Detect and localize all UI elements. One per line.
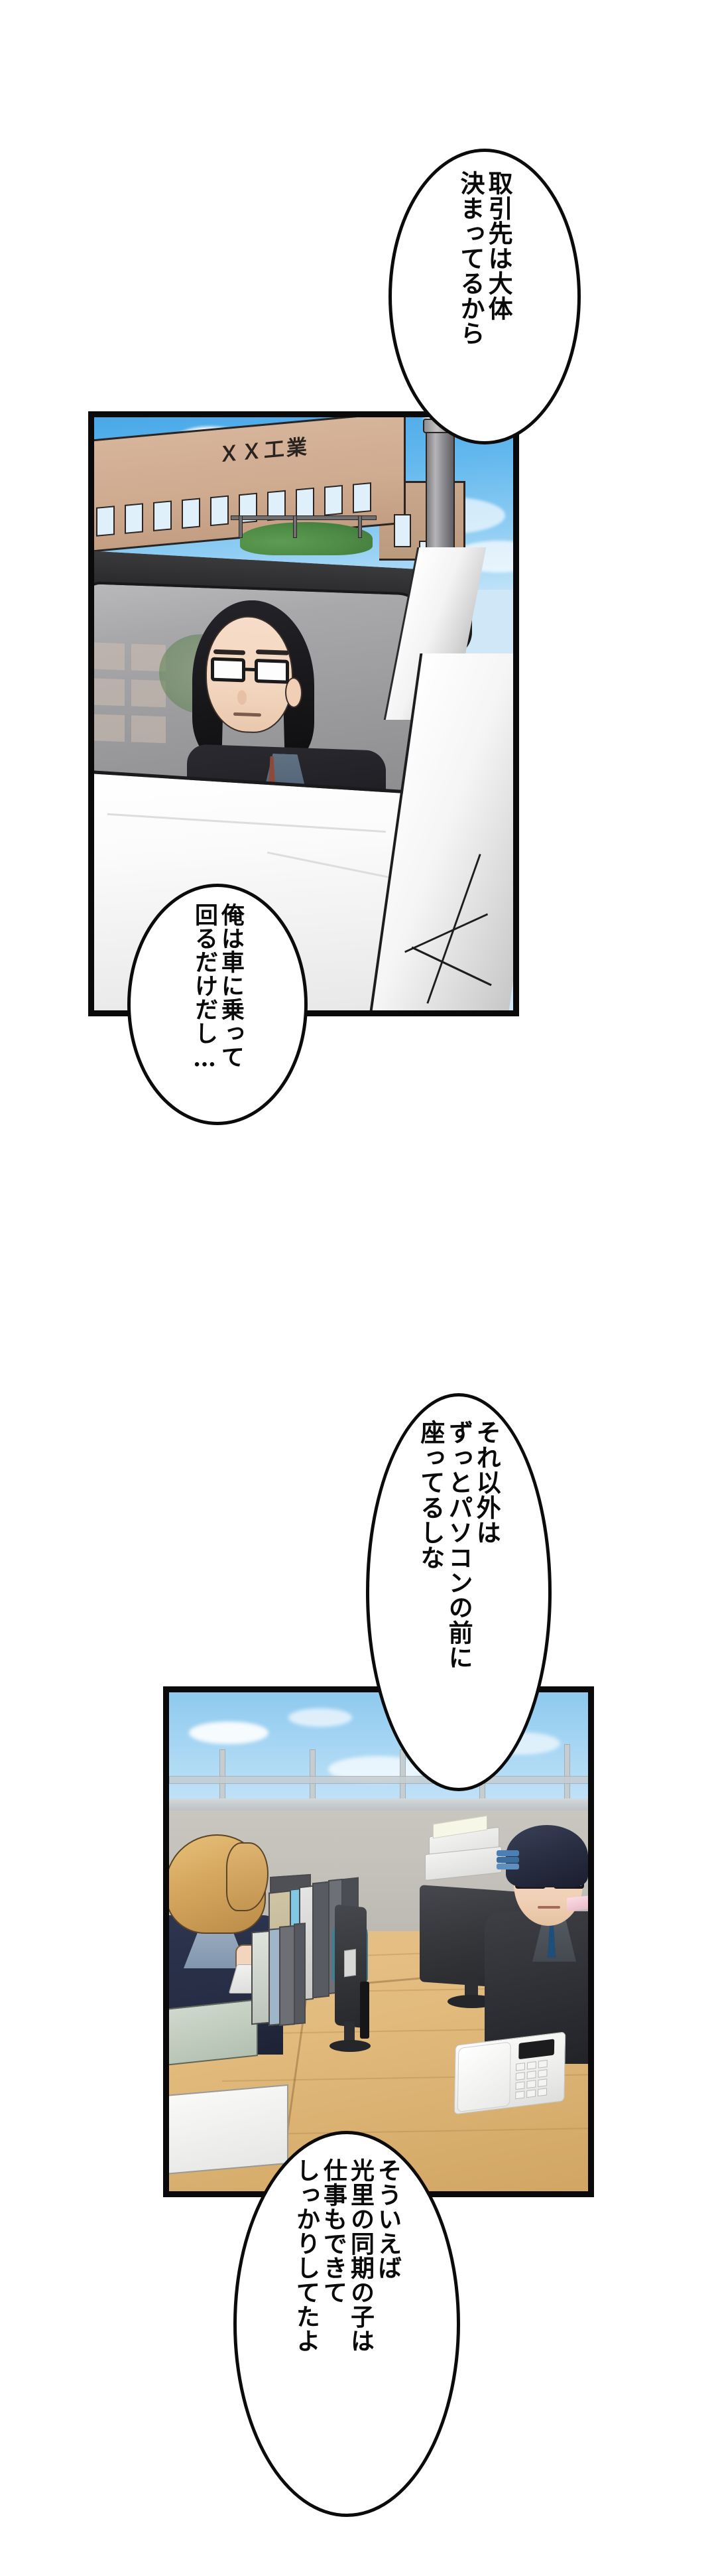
- phone-key: [515, 2063, 526, 2071]
- factory-window: [353, 482, 371, 513]
- man-mouth: [538, 1906, 560, 1909]
- stacked-cup: [497, 1857, 519, 1863]
- factory-window: [210, 495, 229, 527]
- desk-clip: [344, 1948, 356, 1978]
- phone-keypad: [515, 2059, 558, 2101]
- monitor-stand: [465, 1978, 478, 2000]
- stacked-cup: [497, 1864, 519, 1869]
- window-reflection: [94, 714, 125, 742]
- window-mullion: [564, 1744, 570, 1801]
- speech-bubble-3-text: それ以外は ずっとパソコンの前に 座ってるしな: [416, 1420, 502, 1670]
- window-sill: [169, 1798, 588, 1813]
- speech-bubble-4: そういえば 光里の同期の子は 仕事もできて しっかりしてたよ: [233, 2131, 460, 2517]
- smokestack: [426, 423, 455, 562]
- panel-office-scene: [163, 1686, 594, 2197]
- window-reflection: [131, 715, 166, 744]
- window-reflection: [94, 642, 125, 671]
- glasses-bridge: [245, 667, 257, 672]
- phone-key: [515, 2072, 525, 2081]
- factory-window: [153, 500, 172, 531]
- desk-telephone: [453, 2031, 566, 2115]
- phone-key: [537, 2088, 548, 2097]
- phone-receiver: [457, 2041, 511, 2113]
- phone-key: [515, 2081, 525, 2090]
- fender-line: [411, 946, 492, 986]
- window-reflection: [94, 678, 125, 707]
- cloud-shape: [288, 1708, 352, 1727]
- glasses-lens: [255, 658, 289, 684]
- woman-hair-strand: [226, 1842, 268, 1911]
- stacked-cup: [497, 1850, 519, 1856]
- factory-window: [96, 506, 115, 537]
- hood-crease: [107, 813, 386, 833]
- speech-bubble-2: 俺は車に乗って 回るだけだし…: [127, 884, 308, 1125]
- driver-nose: [237, 690, 247, 705]
- phone-key: [526, 2061, 536, 2070]
- factory-window: [394, 514, 411, 547]
- phone-display: [518, 2039, 555, 2060]
- railing-post: [293, 515, 297, 538]
- phone-key: [526, 2080, 536, 2089]
- monitor-base: [448, 1995, 497, 2008]
- phone-key: [538, 2078, 548, 2088]
- cloud-shape: [189, 1722, 268, 1744]
- phone-key: [538, 2059, 548, 2068]
- man-necktie: [547, 1921, 556, 1958]
- speech-bubble-3: それ以外は ずっとパソコンの前に 座ってるしな: [366, 1393, 552, 1791]
- desk-paper-box: [169, 2084, 288, 2177]
- factory-window: [182, 498, 200, 529]
- desk-tray: [169, 1999, 258, 2067]
- phone-key: [538, 2069, 548, 2078]
- window-mullion: [219, 1749, 225, 1801]
- sticky-note-pink: [567, 1895, 588, 1911]
- rooftop-trees: [240, 522, 373, 555]
- railing-post: [358, 515, 362, 538]
- file-binder: [294, 1923, 306, 2025]
- speech-bubble-1-text: 取引先は大体 決まってるから: [456, 170, 514, 346]
- car-windshield: [94, 580, 428, 806]
- speech-bubble-4-text: そういえば 光里の同期の子は 仕事もできて しっかりしてたよ: [292, 2158, 402, 2353]
- wood-grain: [249, 2126, 588, 2135]
- sticky-note-yellow: [591, 1898, 594, 1919]
- window-mullion: [310, 1749, 316, 1801]
- file-binder: [312, 1881, 329, 1999]
- glasses-lens: [211, 657, 245, 683]
- monitor-base: [329, 2040, 371, 2052]
- phone-key: [526, 2089, 536, 2098]
- factory-window: [296, 487, 314, 519]
- rooftop-railing: [231, 515, 377, 520]
- factory-window: [324, 484, 343, 516]
- speech-bubble-2-text: 俺は車に乗って 回るだけだし…: [191, 903, 245, 1073]
- desk-divider: [360, 1982, 369, 2039]
- phone-key: [526, 2070, 536, 2079]
- file-binder: [279, 1925, 295, 2027]
- speech-bubble-1: 取引先は大体 決まってるから: [388, 149, 581, 444]
- factory-sign-text: ＸＸ工業: [219, 435, 309, 467]
- driver-glasses: [211, 657, 292, 687]
- factory-window: [125, 503, 143, 534]
- window-rail: [169, 1776, 588, 1784]
- man-hair: [506, 1825, 588, 1887]
- railing-post: [239, 515, 243, 538]
- phone-key: [515, 2090, 525, 2100]
- file-binder: [251, 1930, 270, 2025]
- window-mullion: [400, 1749, 406, 1801]
- monitor-stand: [344, 2021, 355, 2044]
